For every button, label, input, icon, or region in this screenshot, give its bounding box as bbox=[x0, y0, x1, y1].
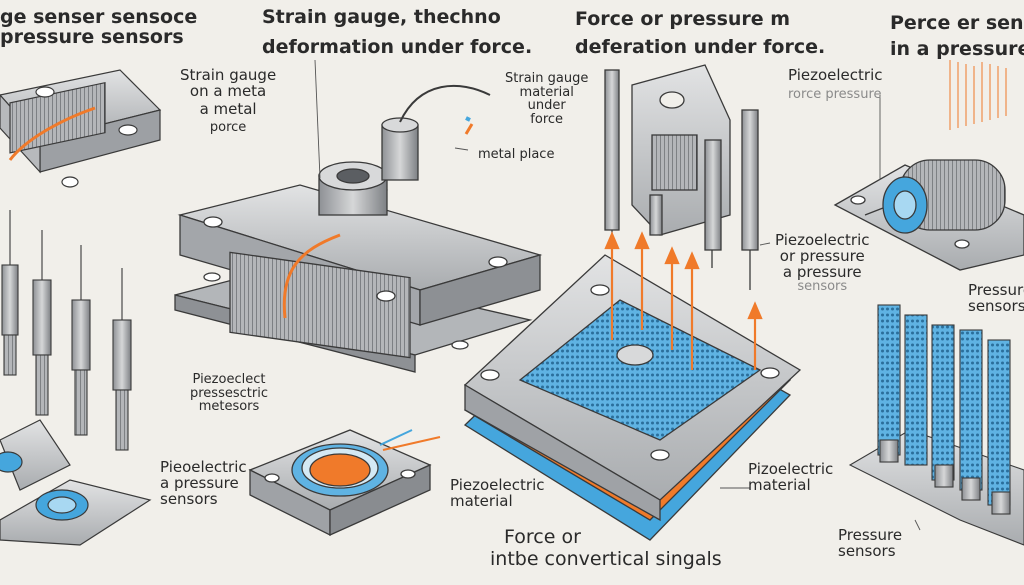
pressure-frame-pins bbox=[604, 64, 759, 290]
heading-line: deferation under force. bbox=[575, 35, 826, 58]
label-line: Piezoeclect bbox=[192, 372, 266, 387]
heading-top-center-right: Force or pressure m deferation under for… bbox=[575, 8, 826, 58]
label-line: rorce pressure bbox=[788, 86, 882, 102]
force-arrows bbox=[604, 231, 763, 370]
heading-line: Perce er sens bbox=[890, 12, 1024, 34]
label-piezo-bottom-left: Pieoelectric a pressure sensors bbox=[160, 458, 247, 508]
label-line: or pressure bbox=[779, 246, 865, 265]
heading-top-left: ge senser sensoce pressure sensors bbox=[0, 6, 198, 48]
heading-line: in a pressure s bbox=[890, 37, 1024, 60]
leader-lines bbox=[314, 59, 921, 531]
label-piezo-material-right: Pizoelectric material bbox=[748, 460, 834, 494]
label-piezo-material-center: Piezoelectric material bbox=[450, 476, 545, 510]
label-pressure-sensors-bottom: Pressure sensors bbox=[838, 526, 903, 560]
label-line: sensors bbox=[797, 279, 848, 295]
label-line: Pressure bbox=[838, 526, 903, 544]
round-piezo-sensor bbox=[248, 429, 441, 537]
label-line: Pieoelectric bbox=[160, 458, 247, 476]
label-line: metesors bbox=[198, 399, 260, 415]
strain-gauge-block-top-left bbox=[0, 69, 162, 188]
label-line: Pressure bbox=[968, 281, 1024, 299]
label-line: material bbox=[748, 475, 811, 494]
cylinder-sensor-top-right bbox=[833, 60, 1024, 271]
load-cell-center bbox=[174, 84, 543, 373]
heading-line: Force or pressure m bbox=[575, 8, 791, 30]
label-line: sensors bbox=[838, 541, 896, 560]
label-line: sensors bbox=[968, 296, 1024, 315]
label-line: a pressure bbox=[160, 473, 239, 492]
pressure-column-array bbox=[848, 304, 1024, 546]
label-line: a pressure bbox=[782, 262, 862, 281]
label-pressure-sensors-right: Pressure sensors bbox=[968, 281, 1024, 315]
label-metal-place: metal place bbox=[478, 147, 555, 162]
label-piezoelectric-top-right: Piezoelectric rorce pressure bbox=[788, 66, 883, 102]
label-line: Piezoelectric bbox=[450, 476, 545, 494]
label-line: under bbox=[527, 98, 566, 114]
heading-line: pressure sensors bbox=[0, 25, 184, 48]
label-line: Strain gauge bbox=[505, 71, 589, 86]
piezo-plate-bottom-left bbox=[0, 419, 152, 546]
label-line: sensors bbox=[160, 489, 218, 508]
label-line: Pizoelectric bbox=[748, 460, 834, 478]
heading-line: deformation under force. bbox=[262, 35, 533, 58]
label-line: porce bbox=[209, 120, 247, 136]
label-line: force bbox=[530, 111, 564, 127]
heading-line: Strain gauge, thechno bbox=[262, 6, 501, 28]
heading-top-center-left: Strain gauge, thechno deformation under … bbox=[262, 6, 533, 58]
heading-line: ge senser sensoce bbox=[0, 6, 198, 28]
label-piezoelectric-mid-right: Piezoelectric or pressure a pressure sen… bbox=[775, 231, 870, 295]
label-line: Strain gauge bbox=[180, 66, 277, 84]
label-piezo-left: Piezoeclect pressesctric metesors bbox=[190, 373, 268, 414]
label-line: intbe convertical singals bbox=[490, 547, 722, 570]
label-line: Piezoelectric bbox=[775, 231, 870, 249]
label-line: Piezoelectric bbox=[788, 66, 883, 84]
piezo-array-center bbox=[463, 254, 802, 541]
label-line: on a meta bbox=[189, 81, 267, 100]
label-line: pressesctric bbox=[190, 385, 268, 401]
heading-top-right: Perce er sens in a pressure s bbox=[890, 12, 1024, 60]
label-line: Force or bbox=[504, 526, 581, 548]
label-line: material bbox=[450, 491, 513, 510]
probe-array-left bbox=[1, 210, 132, 451]
label-line: material bbox=[519, 84, 574, 100]
label-force-bottom: Force or intbe convertical singals bbox=[490, 526, 722, 570]
label-strain-gauge-left: Strain gauge on a meta a metal porce bbox=[180, 66, 277, 136]
label-line: a metal bbox=[199, 99, 257, 118]
label-strain-gauge-mid: Strain gauge material under force bbox=[505, 72, 588, 127]
